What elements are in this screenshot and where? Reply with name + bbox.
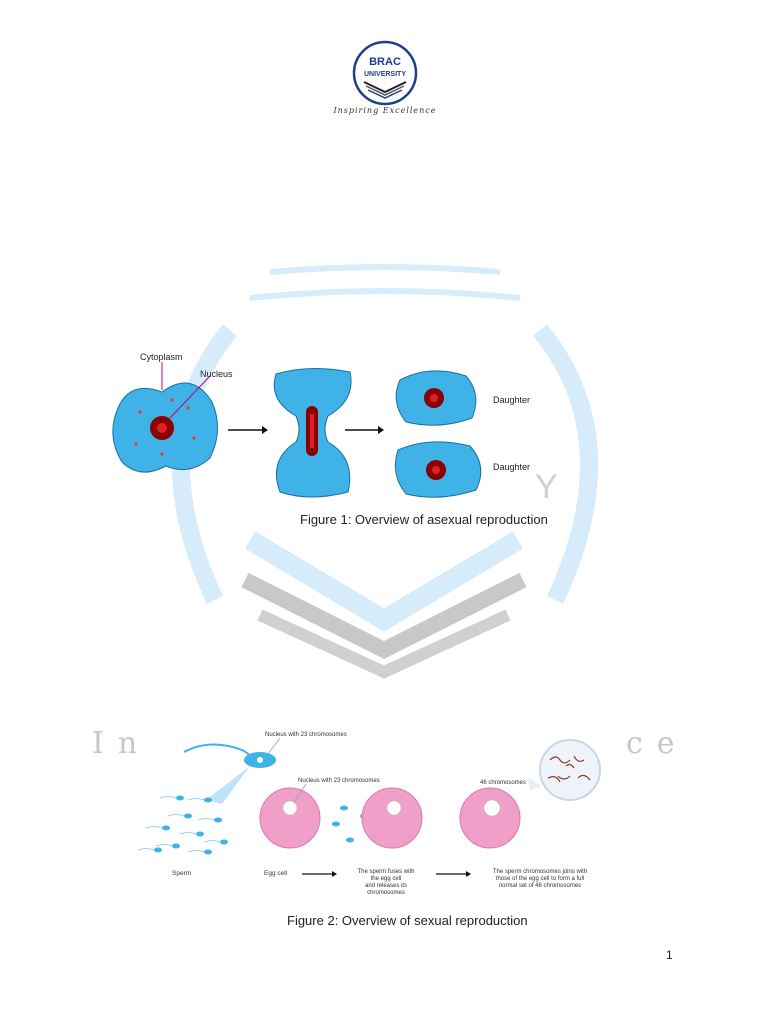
label-cytoplasm: Cytoplasm	[140, 352, 183, 362]
egg-cell-3	[460, 788, 520, 848]
label-step3-line2: those of the egg cell to form a full	[496, 876, 584, 882]
brac-university-logo: BRAC UNIVERSITY	[352, 40, 418, 106]
logo-line2: UNIVERSITY	[364, 71, 406, 78]
figure-asexual-reproduction: Cytoplasm Nucleus Daughter Daughter	[100, 350, 620, 510]
logo-line1: BRAC	[369, 56, 401, 68]
label-step2-line1: The sperm fuses with	[357, 869, 414, 875]
logo-tagline: Inspiring Excellence	[330, 106, 440, 115]
sperm-swarm	[154, 796, 228, 855]
label-daughter-bottom: Daughter	[493, 462, 530, 472]
figure-2-caption: Figure 2: Overview of sexual reproductio…	[287, 913, 528, 928]
label-46-chromosomes: 46 chromosomes	[480, 780, 526, 786]
label-daughter-top: Daughter	[493, 395, 530, 405]
egg-cell-1	[260, 788, 320, 848]
label-nucleus-egg: Nucleus with 23 chromosomes	[298, 778, 380, 784]
chromosome-magnifier	[540, 740, 600, 800]
label-step2-line3: and releases its	[365, 883, 407, 889]
figure-sexual-reproduction: Nucleus with 23 chromosomes Nucleus with…	[130, 720, 650, 910]
label-step2-line4: chromosomes	[367, 890, 405, 896]
label-step3-line1: The sperm chromosomes joins with	[493, 869, 587, 875]
egg-cell-2	[362, 788, 422, 848]
label-sperm: Sperm	[172, 870, 191, 877]
figure-1-caption: Figure 1: Overview of asexual reproducti…	[300, 512, 548, 527]
label-nucleus: Nucleus	[200, 369, 233, 379]
page-number: 1	[666, 948, 673, 962]
label-step3-line3: normal set of 46 chromosomes	[499, 883, 581, 889]
label-nucleus-sperm: Nucleus with 23 chromosomes	[265, 732, 347, 738]
label-step2-line2: the egg cell	[371, 876, 402, 882]
label-egg-cell: Egg cell	[264, 870, 288, 877]
